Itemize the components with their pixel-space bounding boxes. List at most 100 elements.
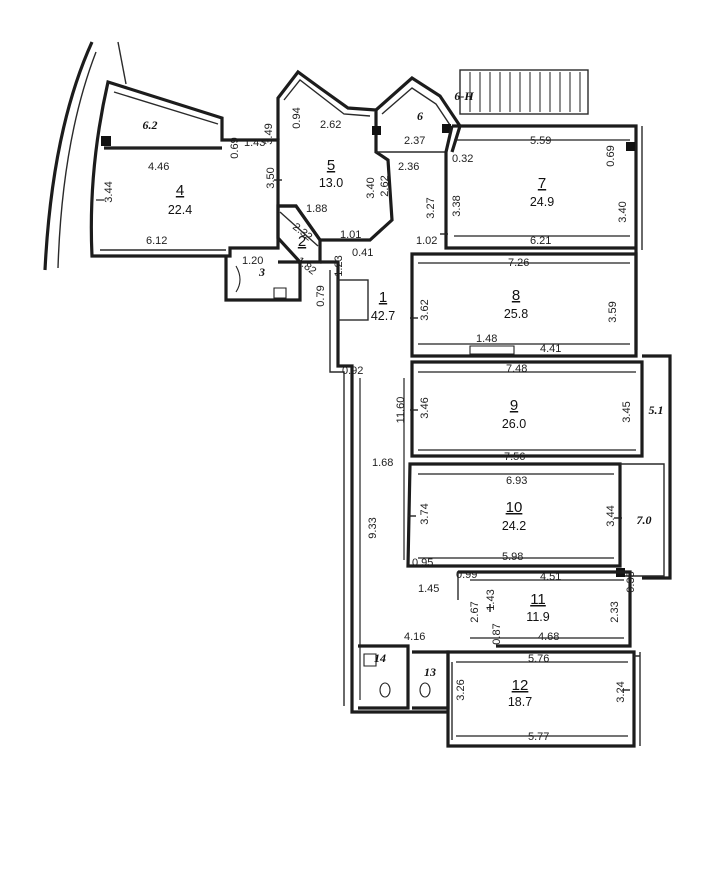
- dim-label: 3.24: [615, 681, 627, 702]
- dim-label: 3.49: [263, 123, 275, 144]
- room-8-radiator: [469, 345, 515, 355]
- column-3: [442, 124, 451, 133]
- bay-6-inner: [381, 87, 453, 129]
- dim-label: 2.33: [609, 601, 621, 622]
- dim-label: 3.27: [425, 197, 437, 218]
- room-3-walls: [224, 256, 302, 302]
- staircase: [459, 69, 589, 115]
- dim-label: 0.35: [625, 571, 637, 592]
- room-4-walls: [89, 79, 280, 258]
- dim-label: 5.98: [502, 551, 523, 563]
- room-2-diagonal: [279, 211, 319, 247]
- room-3-fixture: [235, 265, 287, 299]
- dim-label: 1.20: [242, 255, 263, 267]
- dim-label: 1.43: [485, 589, 497, 610]
- dim-label: 1.02: [416, 235, 437, 247]
- room-13-walls: [412, 650, 450, 710]
- dim-label: 1.48: [476, 333, 497, 345]
- room-2-number: 2: [298, 233, 306, 250]
- dim-label: 2.62: [320, 119, 341, 131]
- balcony-label-6-h: 6-H: [454, 89, 474, 103]
- room-10-number: 10: [506, 499, 523, 516]
- corridor-inner: [329, 270, 345, 706]
- balcony-label-6-2: 6.2: [143, 118, 158, 132]
- room-9-number: 9: [510, 397, 518, 414]
- balcony-7-0: [620, 463, 665, 577]
- room-13-number: 13: [424, 665, 436, 679]
- room-3-number: 3: [258, 265, 265, 279]
- dim-label: 11.60: [395, 397, 407, 424]
- dim-label: 3.40: [617, 201, 629, 222]
- dim-label: 0.92: [342, 365, 363, 377]
- dim-label: 7.26: [508, 257, 529, 269]
- room-1-box: [337, 279, 369, 321]
- dim-label: 5.59: [530, 135, 551, 147]
- balcony-5-1: [642, 354, 672, 580]
- dim-label: 3.59: [607, 301, 619, 322]
- corridor-walls: [320, 260, 448, 714]
- room-8-number: 8: [512, 287, 520, 304]
- column-1: [101, 136, 111, 146]
- room-1-number: 1: [379, 289, 387, 306]
- exterior-curve-inner: [57, 51, 97, 269]
- room-7-area: 24.9: [530, 195, 554, 209]
- exterior-curve-outer: [43, 41, 94, 271]
- room-8-area: 25.8: [504, 307, 528, 321]
- exterior-curve-tick: [117, 41, 127, 85]
- dim-label: 2.36: [398, 161, 419, 173]
- bay-6-walls: [374, 75, 462, 153]
- dim-label: 1.88: [306, 203, 327, 215]
- bath-fixtures: [363, 653, 431, 698]
- dim-label: 1.68: [372, 457, 393, 469]
- dim-label: 2.62: [379, 175, 391, 196]
- room-4-number: 4: [176, 182, 184, 199]
- dim-label: 4.51: [540, 571, 561, 583]
- room-4-area: 22.4: [168, 203, 192, 217]
- dim-label: 1.82: [294, 255, 318, 278]
- room-10-walls: [406, 462, 622, 568]
- dim-label: 0.32: [452, 153, 473, 165]
- dim-label: 2.37: [404, 135, 425, 147]
- dim-label: 0.87: [491, 623, 503, 644]
- dim-label: 6.12: [146, 235, 167, 247]
- dim-label: 7.56: [504, 451, 525, 463]
- room-12-notch: [451, 655, 640, 740]
- dim-label: 3.26: [455, 679, 467, 700]
- dim-label: 0.94: [291, 107, 303, 128]
- room-11-number: 11: [530, 591, 546, 608]
- room-12-number: 12: [512, 677, 529, 694]
- dim-label: 3.50: [265, 167, 277, 188]
- balcony-label-7-0: 7.0: [637, 513, 652, 527]
- dim-label: 6.21: [530, 235, 551, 247]
- dim-label: 5.77: [528, 731, 549, 743]
- dim-label: 5.76: [528, 653, 549, 665]
- dim-label: 0.79: [315, 285, 327, 306]
- room-12-area: 18.7: [508, 695, 532, 709]
- room-4-inner-wall: [100, 91, 226, 251]
- dimension-ticks: [274, 179, 630, 691]
- room-11-area: 11.9: [526, 610, 549, 624]
- room-9-walls: [410, 360, 644, 458]
- dim-label: 9.33: [367, 517, 379, 538]
- room-1-area: 42.7: [371, 309, 395, 323]
- dim-label: 1.23: [333, 255, 345, 276]
- dim-label: 3.62: [419, 299, 431, 320]
- room-11-walls: [458, 570, 632, 648]
- dim-label: 3.44: [605, 505, 617, 526]
- balcony-label-6: 6: [417, 109, 423, 123]
- dim-label: 3.74: [419, 503, 431, 524]
- dim-label: 2.67: [469, 601, 481, 622]
- room-8-walls: [410, 252, 638, 358]
- dim-label: 0.41: [352, 247, 373, 259]
- dim-label: 3.46: [419, 397, 431, 418]
- room-10-area: 24.2: [502, 519, 526, 533]
- dim-label: 3.45: [621, 401, 633, 422]
- dim-label: 1.45: [418, 583, 439, 595]
- dim-label: 3.38: [451, 195, 463, 216]
- dim-label: 4.41: [540, 343, 561, 355]
- dim-label: 7.48: [506, 363, 527, 375]
- dim-label: 6.93: [506, 475, 527, 487]
- dim-label: 0.95: [412, 557, 433, 569]
- dim-label: 0.69: [229, 137, 241, 158]
